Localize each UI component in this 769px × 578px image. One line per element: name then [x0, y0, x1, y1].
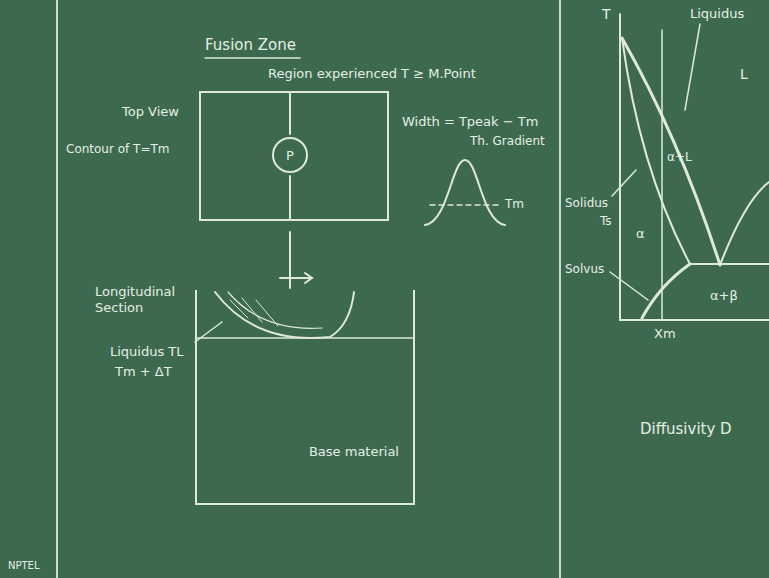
axis-label: T: [602, 6, 611, 23]
curve-label: Solvus: [565, 262, 604, 276]
contour-label: Contour of T=Tm: [66, 142, 170, 156]
section-cut-line: [289, 232, 291, 288]
travel-arrow-head: [305, 273, 312, 283]
liquidus-right: [720, 182, 769, 265]
board-edge: [56, 0, 58, 578]
node-text: P: [286, 148, 294, 163]
section-line: [197, 337, 413, 339]
section-label: Longitudinal Section: [95, 284, 187, 315]
section-box: Base material: [195, 290, 415, 505]
t-axis: [619, 14, 621, 320]
phase-label: α+β: [710, 288, 738, 304]
hatch: [242, 298, 262, 322]
weld-centreline: [289, 92, 291, 134]
property-label: Diffusivity D: [640, 420, 732, 438]
curve-label: Solidus: [565, 196, 608, 210]
top-view-plate: [200, 92, 388, 220]
temperature-label: Ts: [600, 214, 612, 228]
formula-denominator: Th. Gradient: [470, 134, 545, 148]
liquidus-label: Liquidus TL: [110, 344, 184, 360]
melting-level: [430, 204, 500, 206]
composition-label: Xm: [654, 326, 676, 342]
watermark: NPTEL: [8, 560, 40, 572]
liquidus-curve: [622, 38, 720, 265]
title-underline: [205, 57, 300, 59]
heat-source-circle: P: [272, 137, 308, 173]
board-title: Fusion Zone: [205, 36, 296, 54]
phase-label: L: [740, 66, 748, 83]
weld-pool: [215, 292, 354, 338]
composition-line: [661, 30, 663, 320]
mushy-zone: [228, 292, 322, 328]
travel-arrow: [280, 277, 312, 279]
level-label: Tm: [505, 197, 524, 211]
leader-line: [685, 24, 700, 110]
temperature-profile: [425, 160, 505, 225]
leader-line: [610, 272, 648, 300]
formula: Width = Tpeak − Tm: [402, 114, 538, 130]
view-label: Top View: [122, 104, 179, 120]
node-text: Base material: [309, 444, 399, 459]
hatch: [256, 300, 278, 326]
note: Region experienced T ≥ M.Point: [268, 66, 476, 82]
curve-label: Liquidus: [690, 6, 744, 22]
leader-line: [612, 170, 636, 196]
temperature-label: Tm + ΔT: [115, 364, 172, 380]
weld-centreline: [289, 176, 291, 220]
eutectic-line: [690, 263, 769, 265]
phase-label: α+L: [667, 150, 692, 164]
leader-line: [195, 322, 222, 342]
phase-label: α: [636, 226, 645, 242]
solvus-curve: [642, 264, 690, 318]
board-divider: [559, 0, 561, 578]
